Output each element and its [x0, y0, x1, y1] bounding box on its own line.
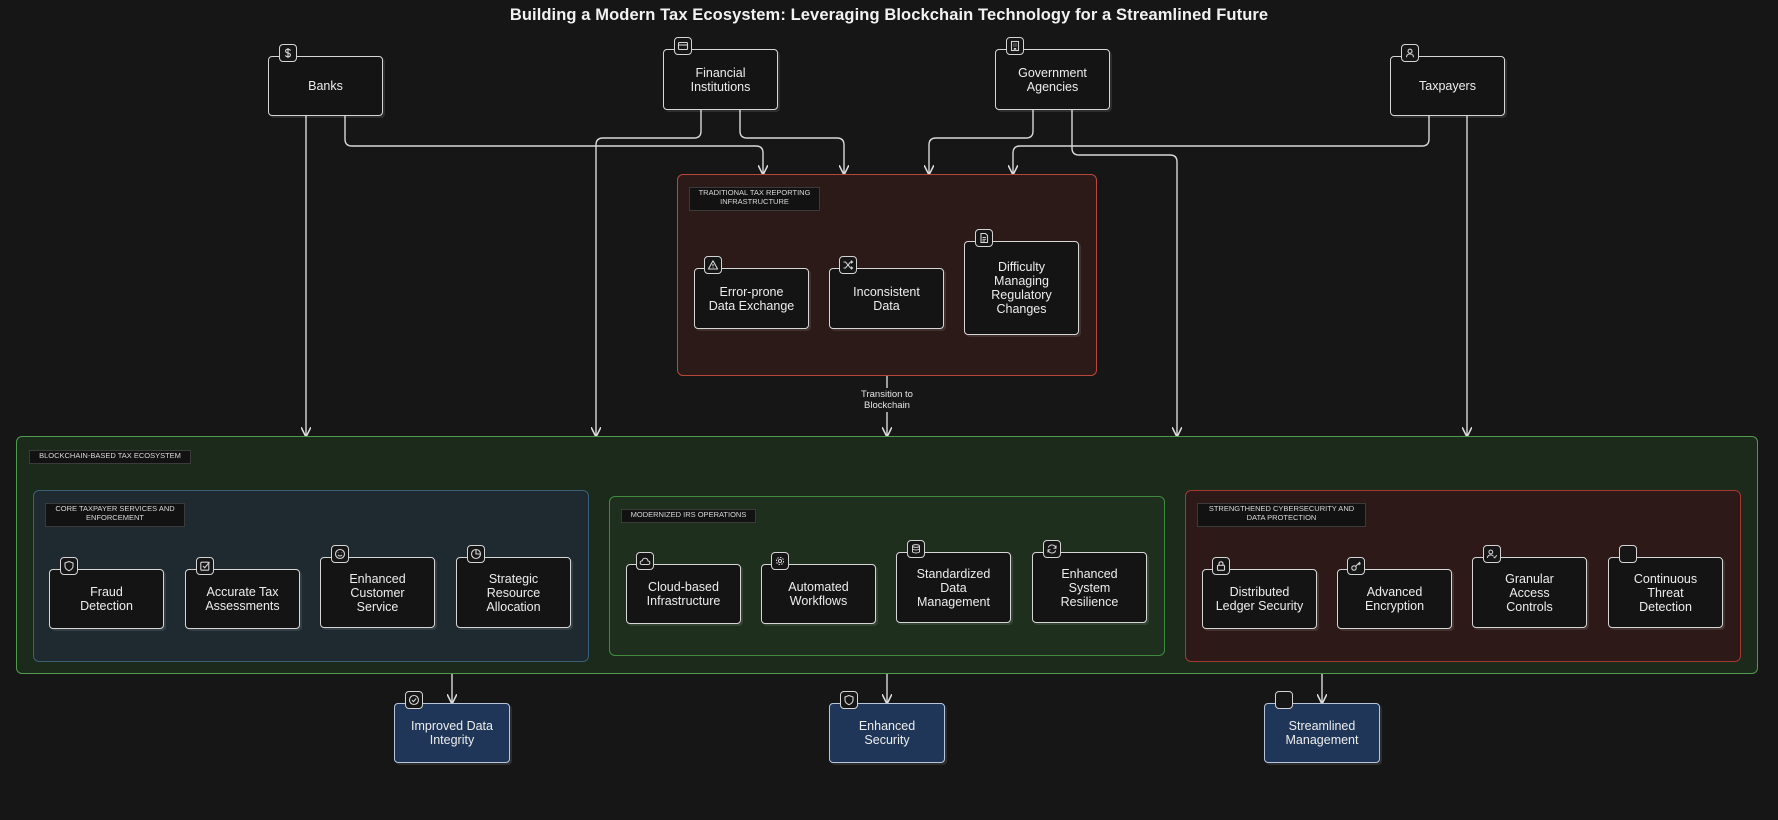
- document-icon: [975, 229, 993, 247]
- cloud-icon: [636, 552, 654, 570]
- warning-icon: [704, 256, 722, 274]
- card-icon: [674, 37, 692, 55]
- building-icon: [1006, 37, 1024, 55]
- edge-financial-traditional: [739, 110, 844, 174]
- shuffle-icon: [839, 256, 857, 274]
- node-enhanced-customer-service[interactable]: Enhanced Customer Service: [320, 557, 435, 628]
- key-icon: [1347, 557, 1365, 575]
- blank-icon: [1619, 545, 1637, 563]
- user-check-icon: [1483, 545, 1501, 563]
- node-advanced-encryption[interactable]: Advanced Encryption: [1337, 569, 1452, 629]
- node-automated-workflows[interactable]: Automated Workflows: [761, 564, 876, 624]
- node-taxpayers[interactable]: Taxpayers: [1390, 56, 1505, 116]
- node-accurate-tax-assessments[interactable]: Accurate Tax Assessments: [185, 569, 300, 629]
- node-government-agencies[interactable]: Government Agencies: [995, 49, 1110, 110]
- cluster-label-ecosystem: BLOCKCHAIN-BASED TAX ECOSYSTEM: [29, 450, 191, 464]
- node-strategic-resource-allocation[interactable]: Strategic Resource Allocation: [456, 557, 571, 628]
- cluster-label-irs: MODERNIZED IRS OPERATIONS: [621, 509, 756, 523]
- node-banks[interactable]: Banks: [268, 56, 383, 116]
- cluster-label-traditional: TRADITIONAL TAX REPORTING INFRASTRUCTURE: [689, 187, 820, 211]
- database-icon: [907, 540, 925, 558]
- node-improved-data-integrity[interactable]: Improved Data Integrity: [394, 703, 510, 763]
- diagram-title: Building a Modern Tax Ecosystem: Leverag…: [509, 6, 1269, 24]
- node-enhanced-security[interactable]: Enhanced Security: [829, 703, 945, 763]
- edge-banks-traditional: [344, 116, 763, 174]
- node-enhanced-system-resilience[interactable]: Enhanced System Resilience: [1032, 552, 1147, 623]
- cluster-label-core: CORE TAXPAYER SERVICES AND ENFORCEMENT: [45, 503, 185, 527]
- node-granular-access-controls[interactable]: Granular Access Controls: [1472, 557, 1587, 628]
- check-badge-icon: [405, 691, 423, 709]
- blank-icon: [1275, 691, 1293, 709]
- node-inconsistent-data[interactable]: Inconsistent Data: [829, 268, 944, 329]
- gear-icon: [771, 552, 789, 570]
- cluster-label-security: STRENGTHENED CYBERSECURITY AND DATA PROT…: [1197, 503, 1366, 527]
- node-cloud-based-infrastructure[interactable]: Cloud-based Infrastructure: [626, 564, 741, 624]
- edge-label-transition: Transition to Blockchain: [837, 389, 937, 411]
- edge-taxpayers-traditional: [1013, 116, 1430, 174]
- user-icon: [1401, 44, 1419, 62]
- refresh-icon: [1043, 540, 1061, 558]
- node-financial-institutions[interactable]: Financial Institutions: [663, 49, 778, 110]
- node-difficulty-managing-regulatory-changes[interactable]: Difficulty Managing Regulatory Changes: [964, 241, 1079, 335]
- edge-government-ecosystem: [1071, 110, 1177, 436]
- smile-icon: [331, 545, 349, 563]
- node-fraud-detection[interactable]: Fraud Detection: [49, 569, 164, 629]
- checkbox-icon: [196, 557, 214, 575]
- node-streamlined-management[interactable]: Streamlined Management: [1264, 703, 1380, 763]
- edge-government-traditional: [929, 110, 1034, 174]
- node-distributed-ledger-security[interactable]: Distributed Ledger Security: [1202, 569, 1317, 629]
- shield-icon: [60, 557, 78, 575]
- pie-chart-icon: [467, 545, 485, 563]
- node-error-prone-data-exchange[interactable]: Error-prone Data Exchange: [694, 268, 809, 329]
- edge-financial-ecosystem: [596, 110, 702, 436]
- node-continuous-threat-detection[interactable]: Continuous Threat Detection: [1608, 557, 1723, 628]
- shield-icon: [840, 691, 858, 709]
- lock-icon: [1212, 557, 1230, 575]
- node-standardized-data-management[interactable]: Standardized Data Management: [896, 552, 1011, 623]
- dollar-icon: [279, 44, 297, 62]
